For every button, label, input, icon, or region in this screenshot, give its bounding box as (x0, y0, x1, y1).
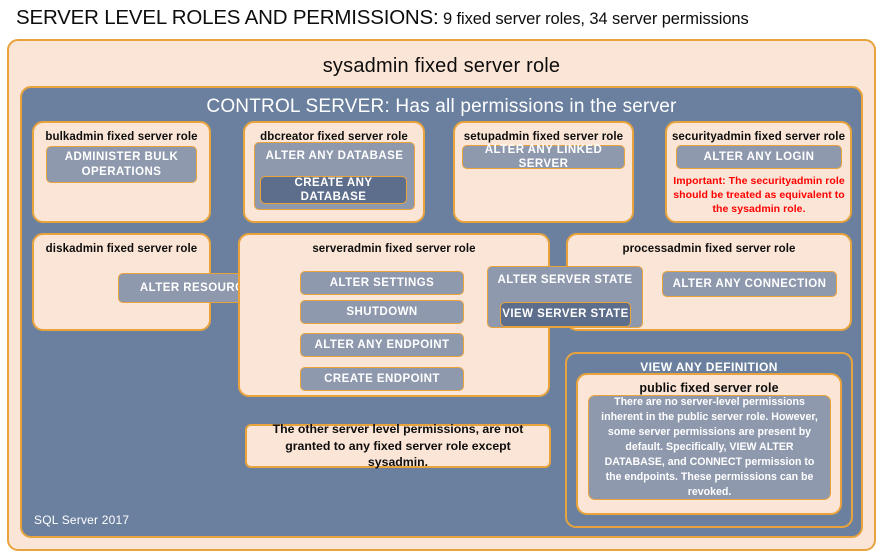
sysadmin-role-label: sysadmin fixed server role (322, 55, 561, 77)
role-securityadmin-label: securityadmin fixed server role (671, 131, 846, 143)
permission-create-endpoint[interactable]: CREATE ENDPOINT (300, 367, 464, 391)
role-diskadmin-label: diskadmin fixed server role (45, 243, 198, 255)
footer-version-label: SQL Server 2017 (34, 513, 130, 527)
permission-view-server-state[interactable]: VIEW SERVER STATE (500, 302, 631, 327)
other-permissions-note: The other server level permissions, are … (245, 422, 551, 469)
permission-alter-any-connection[interactable]: ALTER ANY CONNECTION (662, 271, 837, 297)
permission-alter-settings[interactable]: ALTER SETTINGS (300, 271, 464, 295)
role-dbcreator-label: dbcreator fixed server role (260, 131, 408, 143)
role-bulkadmin-label: bulkadmin fixed server role (45, 131, 198, 143)
role-setupadmin-label: setupadmin fixed server role (463, 131, 624, 143)
public-role-description: There are no server-level permissions in… (588, 395, 831, 500)
role-processadmin-label: processadmin fixed server role (622, 243, 796, 255)
page-title-subtitle: 9 fixed server roles, 34 server permissi… (438, 10, 749, 28)
page-title: SERVER LEVEL ROLES AND PERMISSIONS: 9 fi… (16, 6, 876, 36)
role-public-label: public fixed server role (639, 381, 779, 395)
permission-shutdown[interactable]: SHUTDOWN (300, 300, 464, 324)
securityadmin-warning-note: Important: The securityadmin role should… (673, 175, 845, 215)
role-serveradmin-label: serveradmin fixed server role (312, 243, 476, 255)
permission-alter-any-linked-server[interactable]: ALTER ANY LINKED SERVER (462, 144, 625, 170)
permission-alter-any-login[interactable]: ALTER ANY LOGIN (676, 145, 842, 169)
role-setupadmin[interactable]: setupadmin fixed server role (453, 121, 634, 223)
permission-alter-any-endpoint[interactable]: ALTER ANY ENDPOINT (300, 333, 464, 357)
role-securityadmin[interactable]: securityadmin fixed server role (665, 121, 852, 223)
permission-administer-bulk-operations[interactable]: ADMINISTER BULK OPERATIONS (46, 146, 197, 183)
permission-view-any-definition: VIEW ANY DEFINITION (640, 360, 778, 374)
permission-create-any-database[interactable]: CREATE ANY DATABASE (260, 176, 407, 204)
page-title-main: SERVER LEVEL ROLES AND PERMISSIONS: (16, 6, 439, 29)
control-server-label: CONTROL SERVER: Has all permissions in t… (206, 96, 677, 117)
